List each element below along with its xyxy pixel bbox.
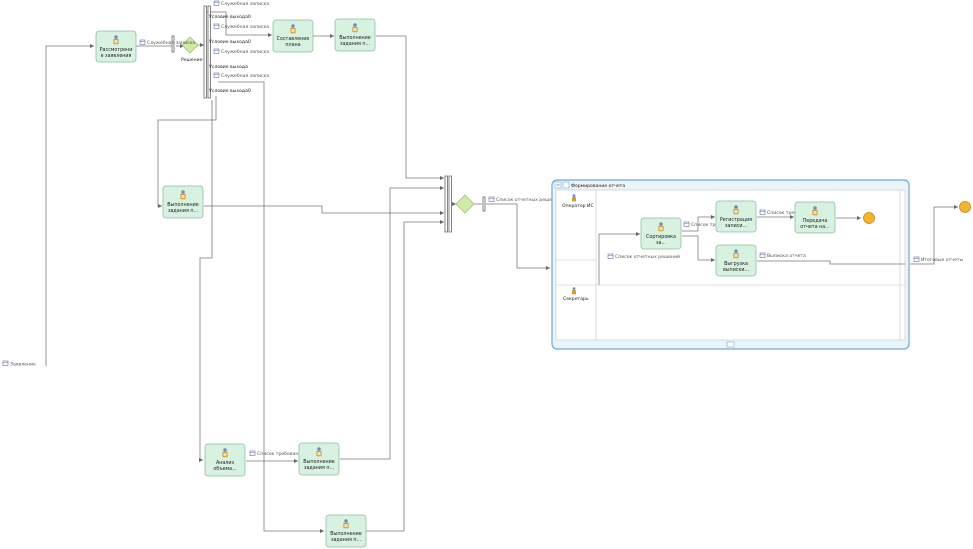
subprocess-type-icon — [562, 181, 570, 189]
document-icon — [213, 48, 220, 54]
req-list-inner-object[interactable]: Список требований — [683, 221, 738, 228]
merge-gateway[interactable] — [455, 194, 475, 214]
report-list-inner-label: Список отчетных решений — [615, 253, 680, 260]
issue-list-label: Выписка отчета — [767, 253, 806, 259]
note-bar-2 — [482, 196, 486, 212]
task-exec-mid[interactable]: Выполнение задания п... — [162, 185, 204, 219]
task-exec-mid-line2: задания п... — [168, 209, 198, 214]
start-document-label: Заявление — [10, 362, 36, 368]
service-note-label: Служебная записка — [147, 40, 195, 46]
document-icon — [213, 0, 220, 6]
fork-condition-2: Условие выхода — [209, 64, 248, 70]
task-sorting[interactable]: Сортировка за... — [640, 217, 682, 250]
task-analysis-line1: Анализ — [216, 460, 235, 466]
req-list-label: Список требований — [257, 450, 304, 457]
report-list-label: Список отчетных решений — [496, 196, 561, 203]
fork-note-3: Служебная записка — [221, 73, 269, 79]
lane-secretary: Секретарь — [563, 296, 589, 302]
task-exec-bottom2[interactable]: Выполнение задания п... — [325, 514, 367, 548]
req-list-inner-label: Список требований — [691, 221, 738, 228]
task-sorting-line2: за... — [656, 241, 666, 246]
task-make-plan[interactable]: Составление плана — [272, 19, 314, 53]
join-bar — [444, 175, 452, 233]
task-exec-top-line1: Выполнение — [339, 35, 371, 41]
task-exec-mid-line1: Выполнение — [167, 202, 199, 208]
expand-icon[interactable] — [726, 341, 735, 348]
subprocess-end-event[interactable] — [863, 212, 875, 224]
task-exec-bottom2-line1: Выполнение — [330, 531, 362, 537]
report-list-inner-object[interactable]: Список отчетных решений — [607, 253, 680, 260]
final-list-object[interactable]: Итоговые отчеты — [913, 256, 963, 263]
fork-condition-0: Условие выхода0 — [209, 14, 251, 20]
task-analysis[interactable]: Анализ объема... — [204, 443, 246, 477]
decision-label: Решение — [181, 57, 203, 63]
task-review[interactable]: Рассмотрени е заявления — [95, 30, 137, 63]
service-note-object[interactable]: Служебная записка — [139, 39, 195, 46]
fork-condition-1: Условие выхода0 — [209, 39, 251, 45]
task-make-plan-line2: плана — [285, 43, 300, 48]
document-icon — [683, 221, 690, 227]
fork-bar — [203, 5, 211, 99]
task-make-plan-line1: Составление — [277, 36, 310, 42]
task-sorting-line1: Сортировка — [646, 234, 676, 240]
task-issue[interactable]: Выгрузка выписки... — [715, 244, 757, 277]
req-list-inner-object-2[interactable]: Список требований — [759, 209, 814, 216]
task-register-line2: записи... — [725, 224, 747, 229]
connectors — [45, 11, 958, 533]
fork-note-0: Служебная записка — [221, 1, 269, 7]
subprocess-connectors — [598, 215, 905, 285]
document-icon — [213, 23, 220, 29]
task-exec-bottom1-line2: задания п... — [304, 466, 334, 471]
issue-list-object[interactable]: Выписка отчета — [759, 252, 806, 259]
task-review-line1: Рассмотрени — [100, 47, 133, 53]
task-transfer-line2: отчета на... — [800, 225, 829, 230]
document-icon — [488, 196, 495, 202]
fork-note-1: Служебная записка — [221, 24, 269, 30]
req-list-inner-label-2: Список требований — [767, 209, 814, 216]
document-icon — [2, 360, 9, 366]
task-exec-top-line2: задания п... — [340, 42, 370, 47]
fork-condition-3: Условие выхода0 — [209, 88, 251, 94]
document-icon — [759, 209, 766, 215]
fork-note-2: Служебная записка — [221, 49, 269, 55]
lane-operator: Оператор ИС — [562, 203, 594, 209]
report-list-object[interactable]: Список отчетных решений — [488, 196, 561, 203]
note-bar — [171, 35, 175, 53]
document-icon — [759, 252, 766, 258]
task-exec-bottom1[interactable]: Выполнение задания п... — [298, 442, 340, 476]
task-transfer-line1: Передача — [803, 218, 828, 224]
task-exec-top[interactable]: Выполнение задания п... — [334, 18, 376, 52]
document-icon — [607, 253, 614, 259]
task-exec-bottom1-line1: Выполнение — [303, 459, 335, 465]
task-transfer[interactable]: Передача отчета на... — [794, 201, 836, 234]
fork-annotations: Служебная записка Условие выхода0 Служеб… — [209, 0, 269, 94]
task-issue-line1: Выгрузка — [724, 261, 748, 267]
document-icon — [213, 72, 220, 78]
start-document[interactable]: Заявление — [2, 360, 36, 368]
final-list-label: Итоговые отчеты — [921, 257, 963, 263]
task-analysis-line2: объема... — [213, 466, 236, 472]
task-register-line1: Регистрация — [720, 217, 752, 223]
process-end-event[interactable] — [959, 201, 971, 213]
task-exec-bottom2-line2: задания п... — [331, 538, 361, 543]
task-issue-line2: выписки... — [723, 268, 749, 273]
req-list-object[interactable]: Список требований — [249, 450, 304, 457]
document-icon — [249, 450, 256, 456]
task-review-line2: е заявления — [101, 54, 132, 59]
document-icon — [139, 39, 146, 45]
task-register[interactable]: Регистрация записи... — [715, 200, 757, 233]
document-icon — [913, 256, 920, 262]
decision-gateway[interactable] — [181, 36, 199, 54]
subprocess-title: Формирование отчета — [571, 183, 625, 189]
